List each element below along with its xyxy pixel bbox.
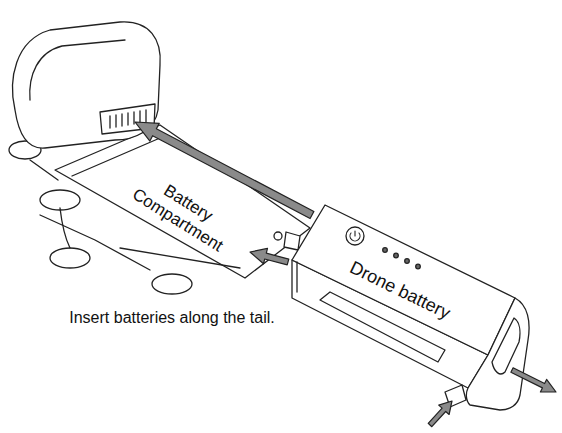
tray-screw xyxy=(274,232,282,240)
label-holder: Insert batteries along the tail. xyxy=(22,309,322,327)
battery-led xyxy=(416,264,421,269)
battery-contacts xyxy=(296,262,297,292)
press-arrow xyxy=(428,401,452,427)
power-symbol xyxy=(350,231,360,241)
battery-led xyxy=(394,253,399,258)
drone-arm xyxy=(30,160,58,180)
battery-led xyxy=(383,248,388,253)
tray-latch xyxy=(284,232,300,250)
drone-arm xyxy=(40,215,150,270)
remove-arrow xyxy=(511,368,556,392)
insert-arrow xyxy=(250,248,289,265)
instruction-note: Insert batteries along the tail. xyxy=(67,309,276,327)
drone-foot xyxy=(50,248,90,268)
battery-grip xyxy=(492,318,520,374)
battery-led xyxy=(405,259,410,264)
battery-end-face xyxy=(466,298,529,410)
drone-arm xyxy=(60,208,70,248)
drone-foot xyxy=(40,190,80,210)
power-button xyxy=(346,227,364,245)
battery-top-face xyxy=(292,205,515,355)
drone-foot xyxy=(152,274,192,294)
drone-head-contour xyxy=(30,40,125,100)
drone-head xyxy=(13,22,161,148)
